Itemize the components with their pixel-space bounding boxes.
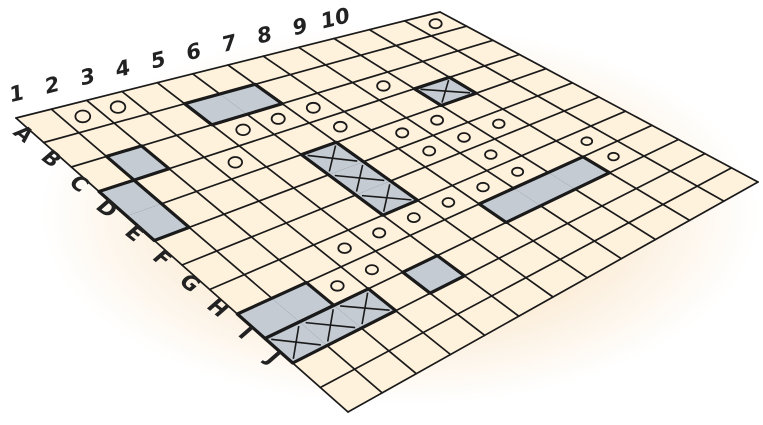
column-label: 3 xyxy=(78,63,98,90)
row-label: J xyxy=(260,344,284,370)
column-label: 7 xyxy=(219,30,239,57)
row-label: I xyxy=(235,321,256,345)
column-label: 4 xyxy=(112,55,133,82)
column-label: 2 xyxy=(42,72,62,99)
column-label: 5 xyxy=(148,47,168,74)
column-label: 1 xyxy=(7,80,27,107)
column-label: 9 xyxy=(290,13,310,40)
column-label: 8 xyxy=(255,22,275,49)
column-label: 10 xyxy=(318,3,352,33)
column-label: 6 xyxy=(184,38,204,65)
